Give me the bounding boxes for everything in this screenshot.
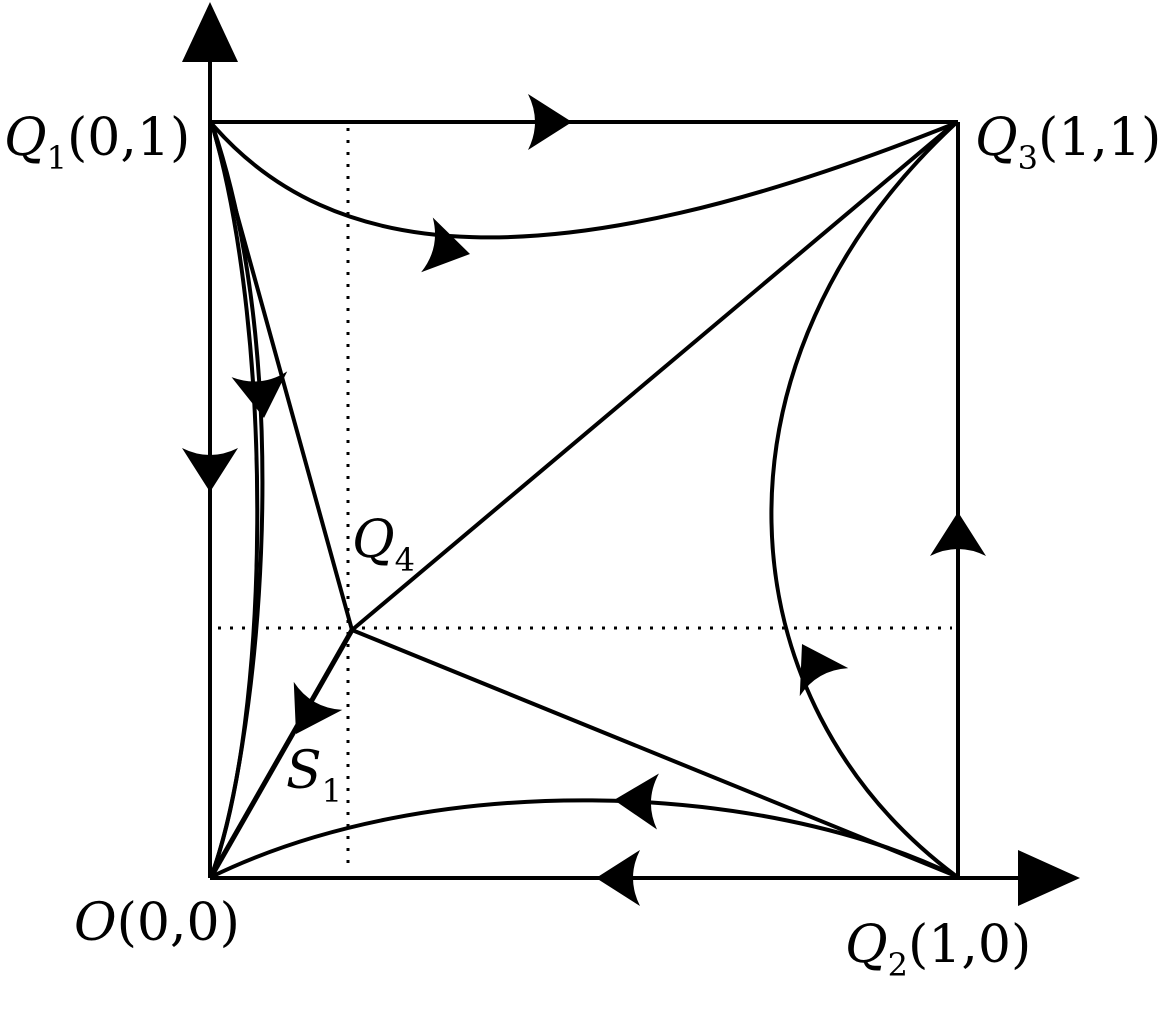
label-q2: Q2(1,0) xyxy=(845,915,1031,984)
arrow-stable-manifold xyxy=(271,681,343,748)
curved-trajectories xyxy=(209,121,958,879)
square-boundary xyxy=(210,120,960,878)
label-origin: O(0,0) xyxy=(74,893,240,953)
y-axis-arrowhead xyxy=(182,2,238,62)
line-q2-q4 xyxy=(351,628,957,878)
curve-q1-origin-outer xyxy=(209,123,260,878)
label-q4: Q4 xyxy=(352,510,415,579)
stable-manifold-s1 xyxy=(208,628,355,879)
diagonal-q4-q3 xyxy=(350,121,957,632)
svg-text:Q2(1,0): Q2(1,0) xyxy=(845,915,1031,984)
svg-text:Q3(1,1): Q3(1,1) xyxy=(975,108,1161,177)
label-q1: Q1(0,1) xyxy=(4,108,190,177)
x-axis-arrowhead xyxy=(1018,850,1080,906)
straight-trajectories xyxy=(208,121,957,879)
arrow-curve-q1-q3 xyxy=(421,217,476,282)
svg-text:O(0,0): O(0,0) xyxy=(74,893,240,953)
curve-q2-origin xyxy=(210,798,957,879)
arrow-curve-q1-origin xyxy=(231,371,292,421)
label-q3: Q3(1,1) xyxy=(975,108,1161,177)
svg-text:Q4: Q4 xyxy=(352,510,415,579)
svg-text:Q1(0,1): Q1(0,1) xyxy=(4,108,190,177)
dotted-guides xyxy=(218,128,952,870)
curve-q2-q3 xyxy=(769,121,958,878)
svg-text:S1: S1 xyxy=(286,741,342,810)
curve-q1-q3 xyxy=(210,121,957,240)
axis-arrowheads xyxy=(182,2,1080,906)
label-s1: S1 xyxy=(286,741,342,810)
